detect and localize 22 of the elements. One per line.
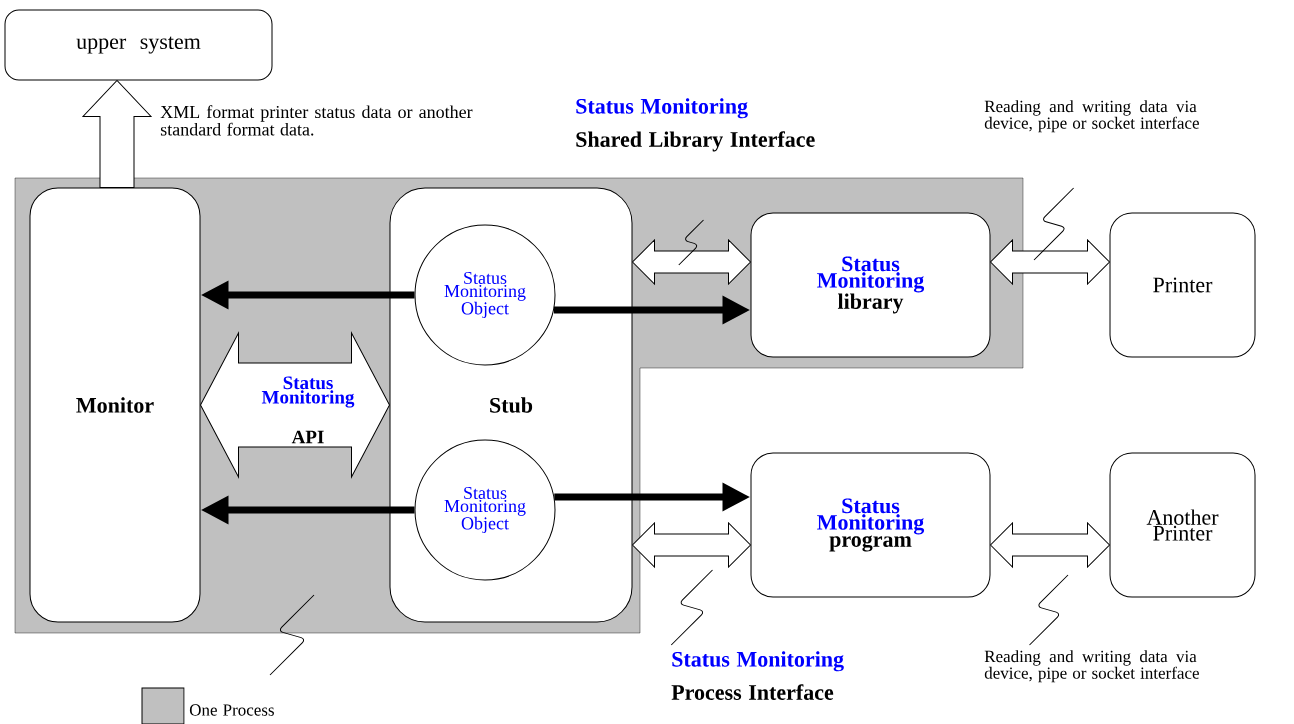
rounded-box: Monitor xyxy=(29,187,201,623)
label-text: Status Monitoring xyxy=(576,98,748,119)
label-text: Reading and writing data via device, pipe or socket interface xyxy=(984,650,1199,683)
rounded-box: Status Monitoring library xyxy=(750,212,991,358)
hollow-arrow xyxy=(990,239,1110,285)
legend-label: One Process xyxy=(189,704,274,716)
hollow-arrow xyxy=(632,239,751,285)
rounded-box: Status Monitoring program xyxy=(750,452,991,598)
label-text: API xyxy=(291,430,324,444)
rounded-box: upper system xyxy=(4,9,273,81)
hollow-arrow xyxy=(990,522,1110,568)
label-text: Reading and writing data via device, pipe or socket interface xyxy=(984,100,1199,133)
label-text: Shared Library Interface xyxy=(576,131,815,152)
label-text: Status Monitoring xyxy=(672,651,844,672)
label-text: Process Interface xyxy=(671,684,834,700)
edge-label: XML format printer status data or another standard format data. xyxy=(160,105,473,136)
hollow-arrow xyxy=(632,522,751,568)
rounded-box: Printer xyxy=(1109,212,1256,358)
label-text: Status Monitoring xyxy=(261,376,355,408)
hollow-arrow xyxy=(82,80,152,188)
rounded-box: Another Printer xyxy=(1109,452,1256,598)
hollow-arrow xyxy=(200,332,390,478)
